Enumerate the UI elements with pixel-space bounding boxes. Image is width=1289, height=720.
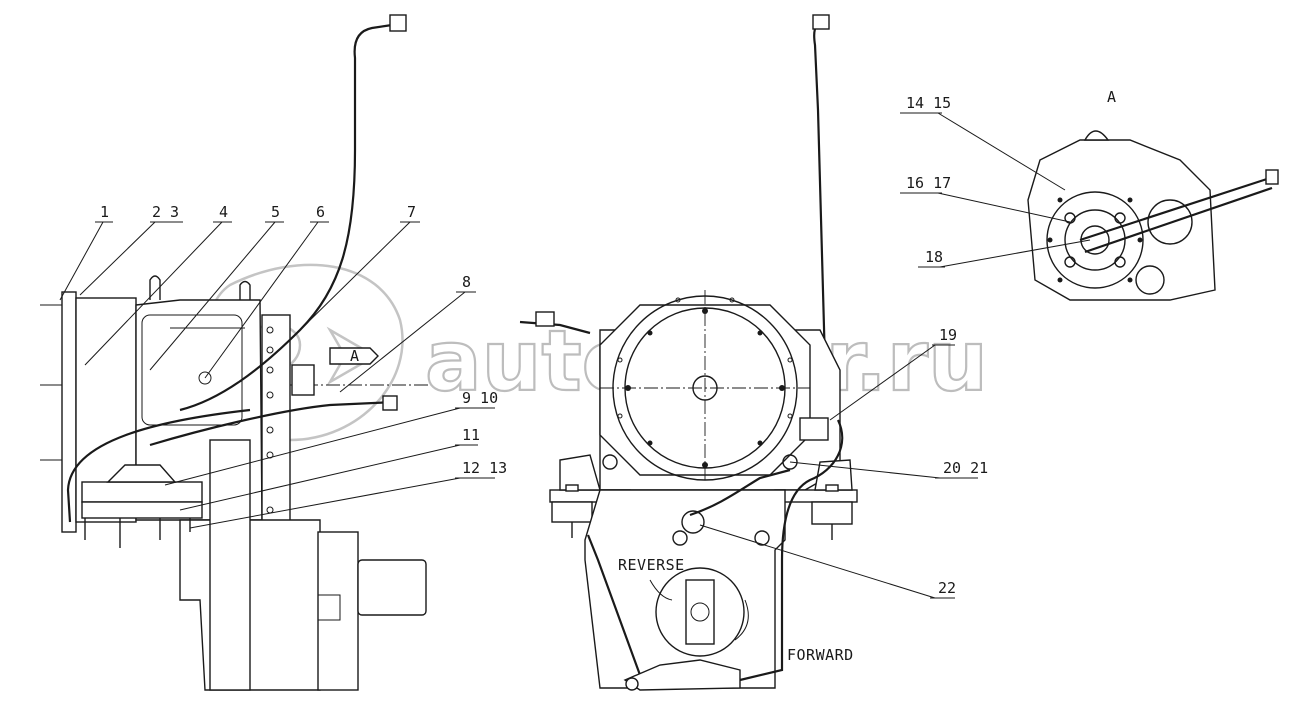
- label-reverse: REVERSE: [618, 556, 685, 574]
- left-mount-rubber: [551, 501, 593, 523]
- detail-pipe-edge: [1084, 186, 1273, 254]
- callout-19: 19: [939, 326, 957, 344]
- output-detail: [317, 594, 341, 621]
- callout-4: 4: [219, 203, 228, 221]
- front-view: REVERSE FORWARD: [519, 14, 858, 691]
- output-yoke-center: [690, 602, 710, 622]
- shift-rod: [586, 534, 642, 676]
- output-yoke-ring: [655, 567, 745, 657]
- drain-plug: [198, 371, 212, 385]
- callout-9-10: 9 10: [462, 389, 498, 407]
- breather-fitting: [389, 14, 407, 32]
- breather-hose: [179, 23, 393, 412]
- callout-22: 22: [938, 579, 956, 597]
- fitting: [291, 364, 315, 396]
- housing-rib: [209, 439, 251, 691]
- right-mount-rubber: [811, 501, 853, 525]
- callout-6: 6: [316, 203, 325, 221]
- right-mount-nut: [825, 484, 839, 492]
- detail-pump-flange: [1147, 199, 1193, 245]
- mount-top: [106, 464, 177, 483]
- output-housing: [317, 531, 359, 691]
- lifting-lug: [239, 280, 251, 300]
- callout-12-13: 12 13: [462, 459, 507, 477]
- left-mount-nut: [565, 484, 579, 492]
- right-fitting: [799, 417, 829, 441]
- left-pipe: [519, 320, 591, 335]
- left-mount-support: [559, 454, 601, 491]
- callouts-left: 1 2 3 4 5 6 7 8 9 10 11 12 13 A: [59, 203, 507, 529]
- hose-loop-lower: [66, 408, 251, 523]
- callout-14-15: 14 15: [906, 94, 951, 112]
- housing-window: [141, 314, 243, 426]
- mount-bracket: [81, 481, 203, 503]
- mount-rubber: [81, 501, 203, 519]
- detail-bolts: [1047, 197, 1143, 283]
- detail-view-title: A: [1107, 88, 1116, 106]
- shift-pivot: [625, 677, 639, 691]
- front-breather-fitting: [812, 14, 830, 30]
- watermark: autopiter.ru: [201, 263, 989, 442]
- view-arrow-label: A: [350, 347, 359, 365]
- housing-boss: [754, 530, 770, 546]
- callout-20-21: 20 21: [943, 459, 988, 477]
- view-arrow: [329, 347, 379, 365]
- hose-return: [149, 400, 396, 447]
- detail-flange-outer: [1046, 191, 1144, 289]
- shift-linkage: [623, 659, 741, 691]
- drain-hose: [689, 468, 791, 517]
- callout-16-17: 16 17: [906, 174, 951, 192]
- callout-8: 8: [462, 273, 471, 291]
- callout-7: 7: [407, 203, 416, 221]
- right-mount-bracket: [774, 489, 858, 503]
- left-pipe-fitting: [535, 311, 555, 327]
- detail-pipe: [1079, 176, 1271, 242]
- detail-flange-inner: [1064, 209, 1126, 271]
- detail-lifting-eye: [1083, 130, 1110, 141]
- reverse-arrow: [649, 579, 673, 601]
- detail-pipe-end: [1265, 169, 1279, 185]
- valve-bolts: [266, 326, 274, 514]
- cooler-hose: [739, 419, 844, 682]
- housing-boss: [602, 454, 618, 470]
- hose-end-fitting: [382, 395, 398, 411]
- flywheel-bolts: [617, 297, 793, 468]
- callout-5: 5: [271, 203, 280, 221]
- housing-boss: [782, 454, 798, 470]
- callout-1: 1: [100, 203, 109, 221]
- drain-elbow: [681, 510, 705, 534]
- forward-arrow: [734, 599, 749, 641]
- detail-housing: [1027, 139, 1216, 301]
- callout-2-3: 2 3: [152, 203, 179, 221]
- output-flange: [357, 559, 427, 616]
- side-view: [40, 14, 430, 691]
- callout-18: 18: [925, 248, 943, 266]
- detail-lower-port: [1135, 265, 1165, 295]
- control-valve-block: [261, 314, 291, 561]
- detail-view-a: A 14 15 16 17 18: [900, 88, 1279, 301]
- callouts-center: 19 20 21 22: [699, 326, 988, 599]
- output-yoke: [685, 579, 715, 645]
- lifting-lug: [149, 275, 161, 300]
- housing-boss: [672, 530, 688, 546]
- label-forward: FORWARD: [787, 646, 854, 664]
- callout-11: 11: [462, 426, 480, 444]
